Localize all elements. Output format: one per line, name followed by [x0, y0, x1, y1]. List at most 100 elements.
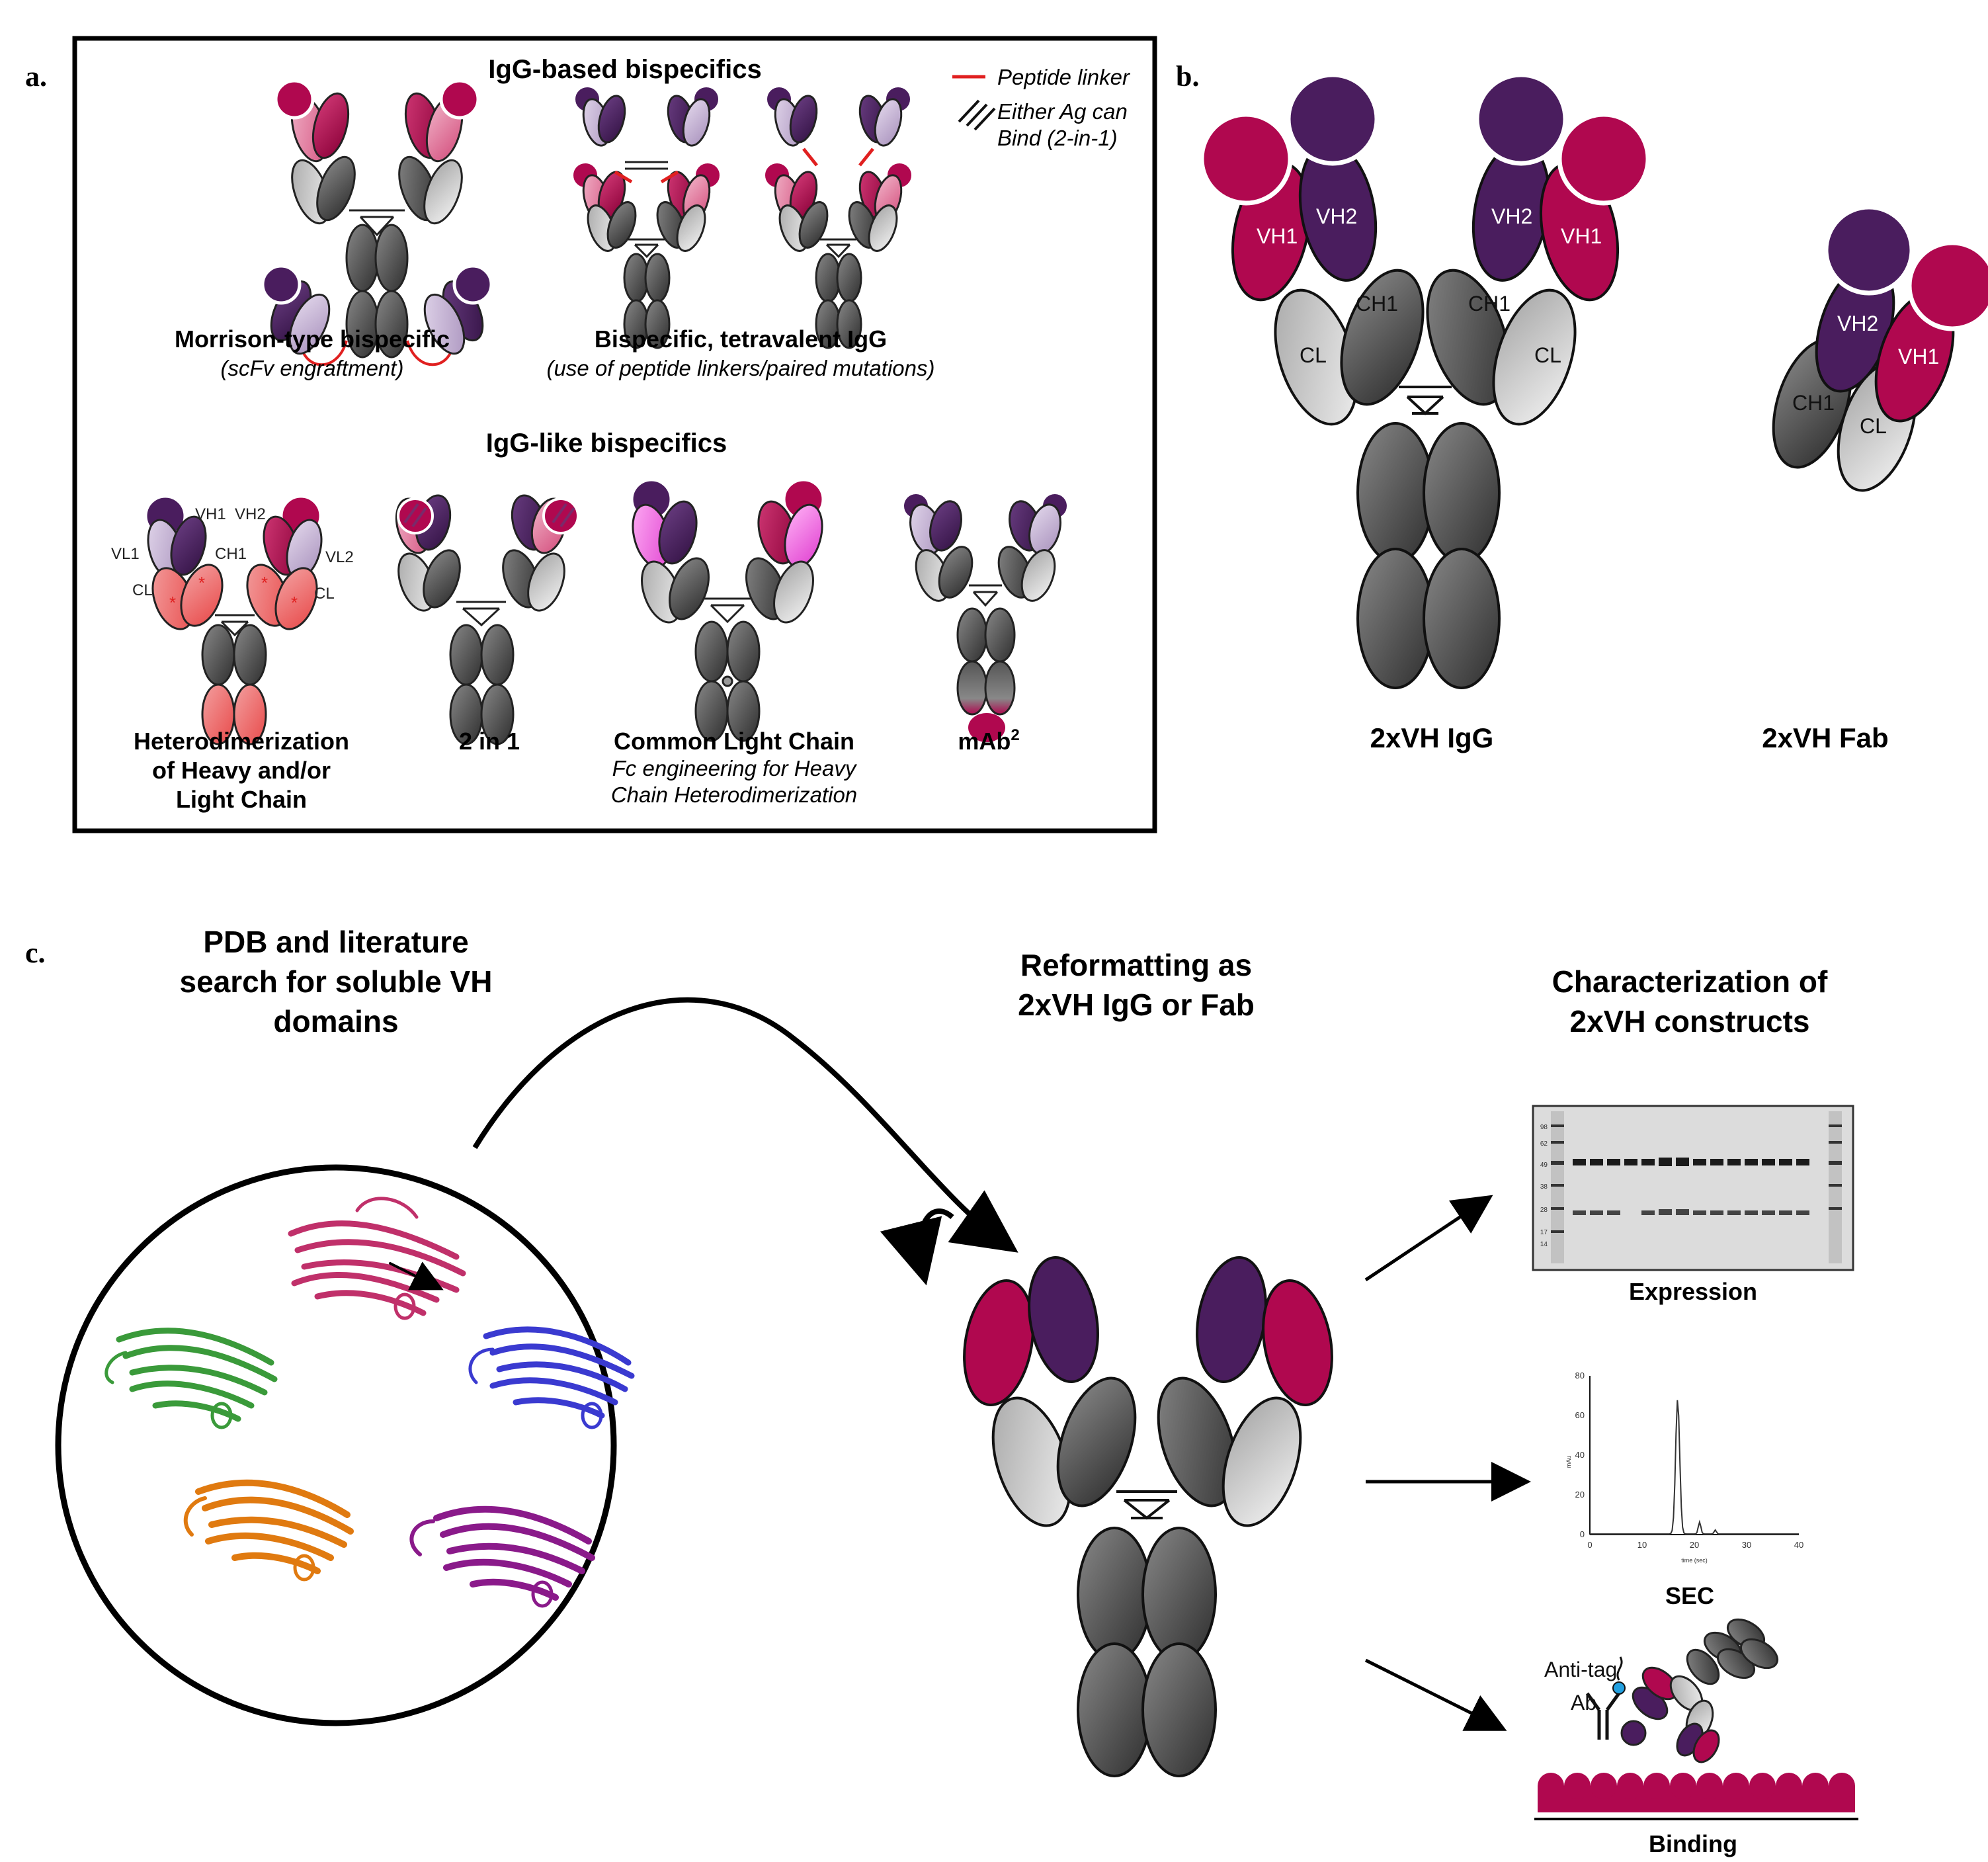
sec-x-tick: 40	[1794, 1540, 1803, 1550]
step1-title-1: PDB and literature	[203, 925, 468, 959]
igg-label-vh1-right: VH1	[1561, 224, 1602, 248]
gel-marker-label: 14	[1540, 1241, 1548, 1248]
igg-label-vh2-right: VH2	[1491, 204, 1532, 228]
either-ag-hatch-icon	[958, 99, 996, 131]
igg-label-ch1-left: CH1	[1356, 292, 1398, 316]
fab-label-vh1: VH1	[1898, 345, 1939, 368]
vh-domain-structure-blue	[468, 1326, 635, 1429]
binding-assay-diagram	[1534, 1618, 1858, 1820]
hetero-label-vh1: VH1	[195, 505, 226, 523]
hetero-label-vh2: VH2	[235, 505, 266, 523]
gel-marker-label: 62	[1540, 1140, 1548, 1148]
mab2-title: mAb2	[958, 726, 1019, 755]
two-in-one-title: 2 in 1	[459, 728, 520, 755]
hetero-label-vl2: VL2	[325, 548, 354, 566]
reformatted-igg-diagram	[963, 1256, 1333, 1777]
2xvh-fab-diagram	[1772, 204, 1988, 492]
binding-label: Binding	[1649, 1830, 1737, 1857]
step2-title-2: 2xVH IgG or Fab	[1018, 988, 1255, 1022]
sec-y-axis-label: mAu	[1565, 1456, 1572, 1468]
panel-c-letter: c.	[25, 937, 46, 969]
sec-y-tick: 0	[1580, 1529, 1585, 1539]
svg-text:*: *	[261, 573, 268, 593]
panel-b-letter: b.	[1176, 60, 1199, 93]
sec-x-tick: 30	[1742, 1540, 1751, 1550]
fab-label-ch1: CH1	[1792, 391, 1835, 415]
gel-marker-label: 98	[1540, 1124, 1548, 1131]
common-light-chain-diagram	[630, 478, 825, 742]
sec-trace-line	[1590, 1400, 1799, 1535]
step2-title-1: Reformatting as	[1020, 948, 1252, 982]
antitag-label-1: Anti-tag	[1544, 1658, 1617, 1681]
igg-based-title: IgG-based bispecifics	[488, 55, 761, 84]
common-light-chain-title: Common Light Chain	[614, 728, 854, 755]
sec-x-axis-label: time (sec)	[1681, 1557, 1708, 1564]
legend-either-ag-1: Either Ag can	[997, 99, 1128, 124]
igg-label-cl-right: CL	[1534, 343, 1561, 367]
vh-domain-structure-orange	[183, 1479, 354, 1582]
sec-x-tick: 0	[1587, 1540, 1592, 1550]
vh-domain-structure-purple	[409, 1505, 595, 1608]
common-light-chain-sub2: Chain Heterodimerization	[611, 783, 857, 807]
step1-title-3: domains	[273, 1004, 398, 1038]
hetero-label-ch1: CH1	[215, 545, 247, 563]
step1-title-2: search for soluble VH	[180, 964, 493, 999]
hetero-label-cl-right: CL	[314, 585, 335, 603]
fab-label-vh2: VH2	[1837, 312, 1878, 335]
antitag-dye-dot	[1612, 1681, 1626, 1695]
gel-marker-label: 17	[1540, 1229, 1548, 1236]
hetero-title-3: Light Chain	[176, 786, 307, 813]
legend-peptide-linker: Peptide linker	[997, 65, 1131, 89]
mab2-superscript: 2	[1011, 726, 1019, 744]
tetravalent-title: Bispecific, tetravalent IgG	[595, 325, 887, 353]
antitag-label-2: Ab	[1571, 1691, 1596, 1714]
two-in-one-hatch-icons	[403, 503, 575, 528]
sec-y-tick: 40	[1575, 1450, 1585, 1460]
svg-text:*: *	[198, 573, 205, 593]
arrow-to-binding	[1364, 1658, 1507, 1731]
gel-marker-label: 38	[1540, 1183, 1548, 1191]
morrison-bispecific-diagram	[261, 79, 493, 366]
sec-x-tick: 10	[1637, 1540, 1647, 1550]
legend-either-ag-2: Bind (2-in-1)	[997, 126, 1118, 150]
igg-label-ch1-right: CH1	[1468, 292, 1511, 316]
arrow-to-expression	[1364, 1195, 1493, 1282]
hetero-title-2: of Heavy and/or	[152, 757, 331, 784]
sec-y-tick: 60	[1575, 1410, 1585, 1420]
tetravalent-igg-diagram-1	[571, 85, 722, 349]
tetravalent-subtitle: (use of peptide linkers/paired mutations…	[547, 356, 935, 380]
heterodimerization-mutation-stars: * * * *	[169, 573, 298, 613]
tetravalent-igg-diagram-2	[763, 85, 914, 349]
morrison-title: Morrison-type bispecific	[175, 325, 450, 353]
2xvh-igg-diagram	[1199, 72, 1651, 689]
hetero-label-vl1: VL1	[111, 545, 140, 563]
gel-marker-label: 28	[1540, 1206, 1548, 1214]
hetero-title-1: Heterodimerization	[134, 728, 349, 755]
sec-label: SEC	[1665, 1582, 1714, 1609]
step3-title-1: Characterization of	[1552, 964, 1828, 999]
igg-like-title: IgG-like bispecifics	[486, 429, 727, 458]
igg-label-vh1-left: VH1	[1257, 224, 1298, 248]
panel-a-letter: a.	[25, 60, 47, 93]
common-light-chain-sub1: Fc engineering for Heavy	[612, 756, 858, 781]
panel-a-border	[72, 36, 1157, 833]
sec-x-tick: 20	[1690, 1540, 1699, 1550]
svg-text:*: *	[169, 593, 176, 613]
reformat-fab-arrow	[880, 1208, 954, 1286]
vh-domains-circle	[55, 1164, 617, 1726]
expression-gel	[1532, 1105, 1854, 1271]
2xvh-igg-caption: 2xVH IgG	[1370, 722, 1494, 753]
hetero-label-cl-left: CL	[132, 581, 153, 599]
vh-domain-structure-green	[104, 1328, 278, 1429]
sec-y-tick: 20	[1575, 1490, 1585, 1500]
2xvh-fab-caption: 2xVH Fab	[1762, 722, 1888, 753]
expression-label: Expression	[1629, 1278, 1757, 1305]
igg-label-cl-left: CL	[1300, 343, 1327, 367]
vh-domain-structure-pink	[288, 1197, 466, 1320]
heterodimerization-diagram	[144, 494, 323, 745]
svg-text:*: *	[291, 593, 298, 613]
mab2-diagram	[901, 491, 1069, 742]
step3-title-2: 2xVH constructs	[1569, 1004, 1809, 1038]
